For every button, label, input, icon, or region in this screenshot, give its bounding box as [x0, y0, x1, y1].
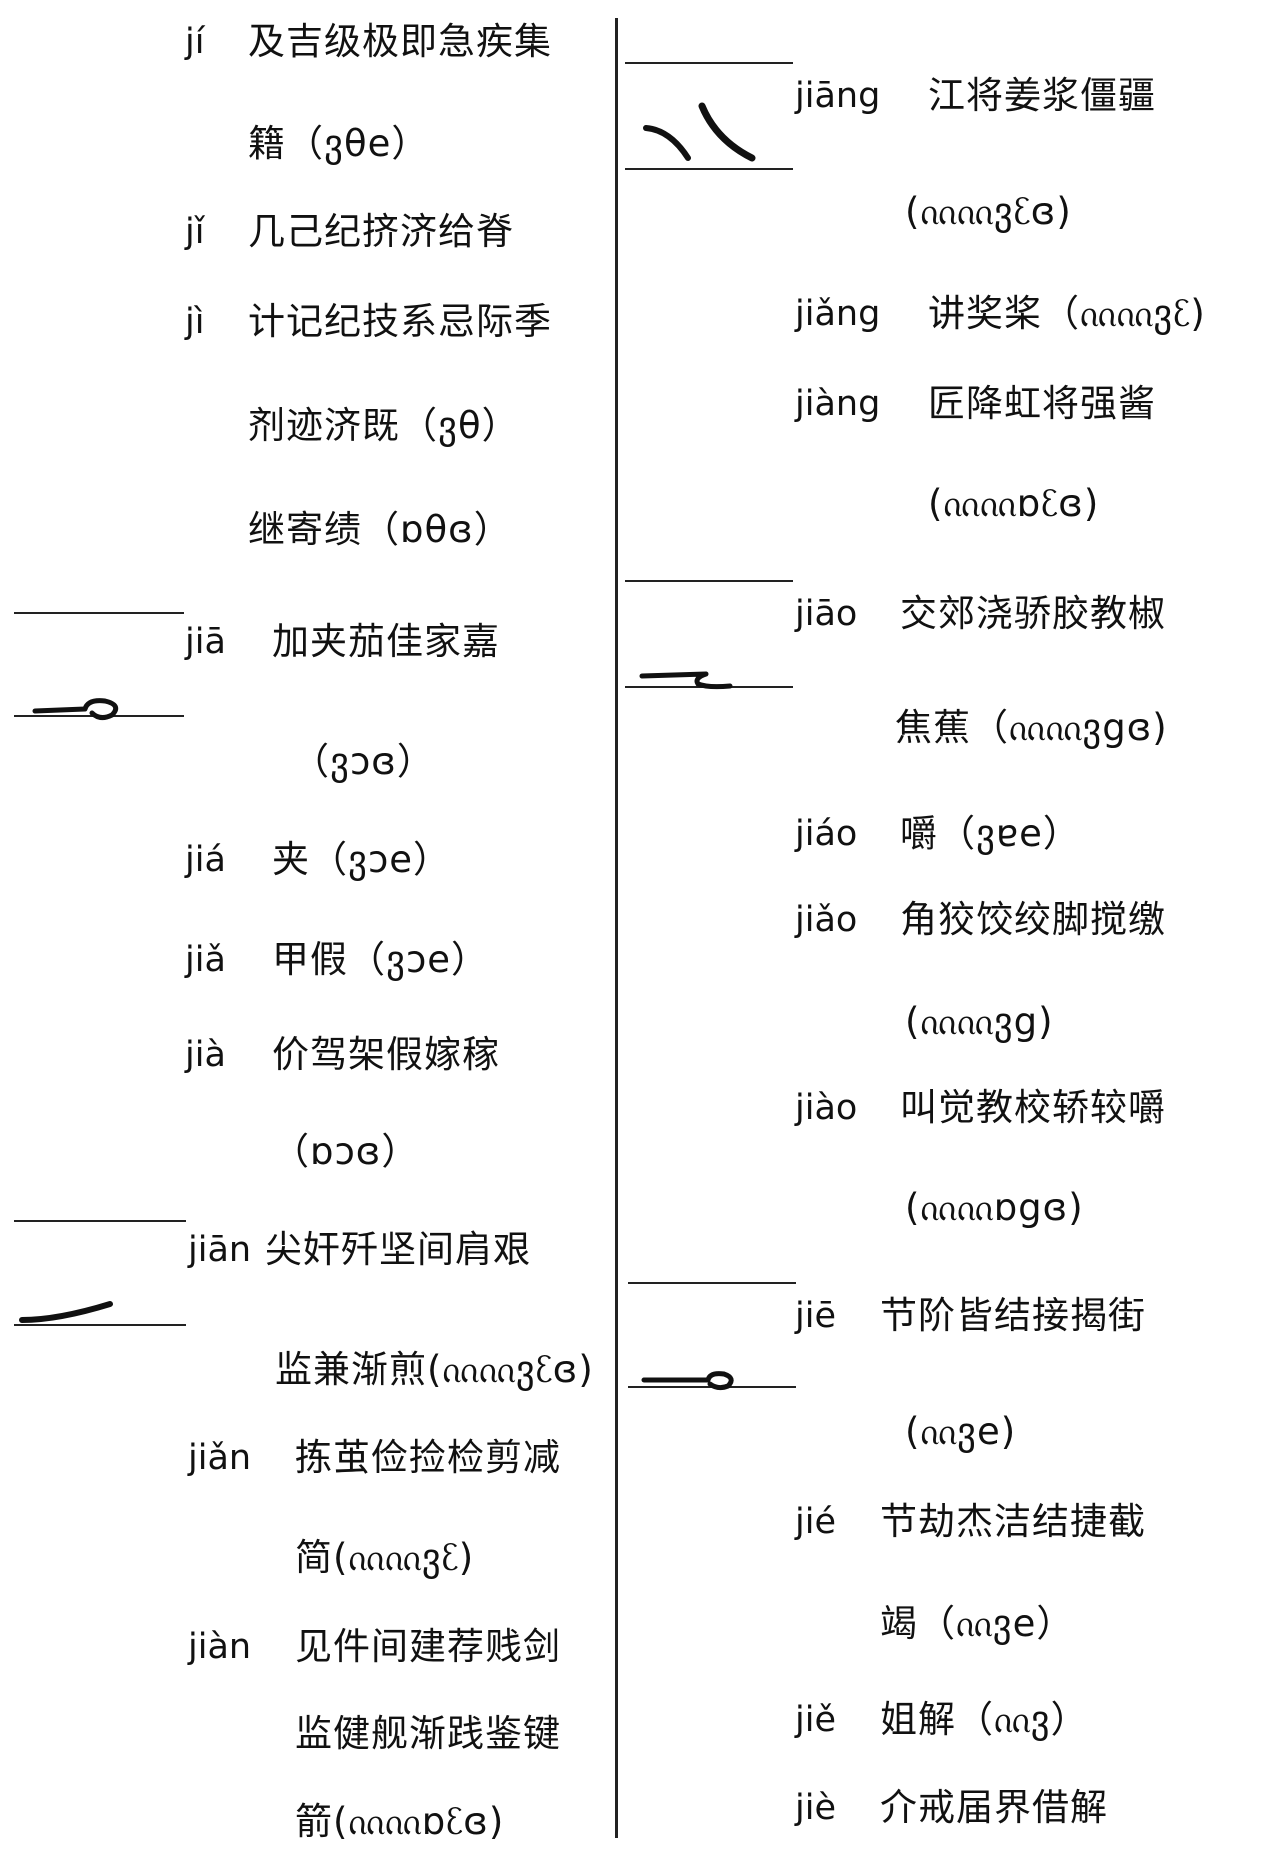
entry-line: 加夹茄佳家嘉	[272, 620, 500, 663]
entry-line: 价驾架假嫁稼	[272, 1033, 500, 1076]
pinyin-label: jiào	[795, 1088, 858, 1128]
entry-line: （ɒɔɞ）	[272, 1130, 420, 1173]
pinyin-label: jiá	[185, 840, 226, 880]
entry-line: 及吉级极即急疾集	[248, 20, 552, 63]
entry-line: 叫觉教校轿较嚼	[900, 1086, 1166, 1129]
pinyin-label: jié	[795, 1502, 836, 1542]
entry-line: (ᦶᦶɒgɞ)	[905, 1186, 1084, 1229]
section-rule-top	[14, 1220, 186, 1222]
section-rule-top	[625, 62, 793, 64]
pinyin-label: jǐ	[185, 212, 205, 252]
entry-line: 拣茧俭捡检剪减	[295, 1436, 561, 1479]
entry-line: 姐解（ᦶვ）	[880, 1698, 1089, 1741]
entry-line: （ვɔɞ）	[292, 740, 435, 783]
entry-line: 讲奖桨（ᦶᦶვᦷ)	[928, 292, 1206, 335]
column-divider	[615, 18, 618, 1838]
pinyin-label: jiǎng	[795, 294, 881, 334]
entry-line: 节阶皆结接揭街	[880, 1294, 1146, 1337]
pinyin-label: jiàn	[188, 1627, 252, 1667]
entry-line: 江将姜浆僵疆	[928, 74, 1156, 117]
pinyin-label: jiáo	[795, 814, 858, 854]
section-rule-bottom	[625, 168, 793, 170]
pinyin-label: jiàng	[795, 384, 881, 424]
entry-line: 嚼（ვɐe）	[900, 812, 1081, 855]
entry-line: 籍（ვθe）	[248, 122, 430, 165]
entry-line: 见件间建荐贱剑	[295, 1625, 561, 1668]
entry-line: 计记纪技系忌际季	[248, 300, 552, 343]
pinyin-label: jià	[185, 1035, 226, 1075]
entry-line: 角狡饺绞脚搅缴	[900, 898, 1166, 941]
entry-line: 焦蕉（ᦶᦶვgɞ)	[895, 706, 1168, 749]
entry-line: 尖奸歼坚间肩艰	[265, 1228, 531, 1271]
entry-line: 箭(ᦶᦶɒᦷɞ)	[295, 1800, 505, 1843]
entry-line: 剂迹济既（ვθ）	[248, 404, 520, 447]
pinyin-label: jiě	[795, 1700, 836, 1740]
section-rule-top	[14, 612, 184, 614]
entry-line: 几己纪挤济给脊	[248, 210, 514, 253]
entry-line: (ᦶვe)	[905, 1410, 1017, 1453]
entry-line: 监健舰渐践鉴键	[295, 1712, 561, 1755]
entry-line: 夹（ვɔe）	[272, 838, 452, 881]
entry-line: 介戒届界借解	[880, 1786, 1108, 1829]
pinyin-label: jiān	[188, 1230, 252, 1270]
pinyin-label: jiè	[795, 1788, 836, 1828]
pinyin-label: jí	[185, 22, 205, 62]
pinyin-label: jiā	[185, 622, 226, 662]
section-rule-top	[625, 580, 793, 582]
entry-line: (ᦶᦶɒᦷɞ)	[928, 482, 1100, 525]
pinyin-label: jiāo	[795, 594, 858, 634]
entry-line: 简(ᦶᦶვᦷ)	[295, 1536, 475, 1579]
entry-line: 甲假（ვɔe）	[272, 938, 490, 981]
pinyin-label: jiǎo	[795, 900, 858, 940]
entry-line: (ᦶᦶვg)	[905, 1000, 1054, 1043]
entry-line: 继寄绩（ɒθɞ）	[248, 508, 512, 551]
section-rule-top	[628, 1282, 796, 1284]
entry-line: 竭（ᦶვe）	[880, 1602, 1075, 1645]
pinyin-label: jiǎ	[185, 940, 226, 980]
pinyin-label: jiē	[795, 1296, 836, 1336]
entry-line: (ᦶᦶვᦷɞ)	[905, 190, 1072, 233]
entry-line: 监兼渐煎(ᦶᦶვᦷɞ)	[275, 1348, 594, 1391]
entry-line: 交郊浇骄胶教椒	[900, 592, 1166, 635]
entry-line: 节劫杰洁结捷截	[880, 1500, 1146, 1543]
pinyin-label: jiāng	[795, 76, 881, 116]
pinyin-label: jiǎn	[188, 1438, 252, 1478]
entry-line: 匠降虹将强酱	[928, 382, 1156, 425]
section-rule-bottom	[14, 1324, 186, 1326]
pinyin-label: jì	[185, 302, 205, 342]
